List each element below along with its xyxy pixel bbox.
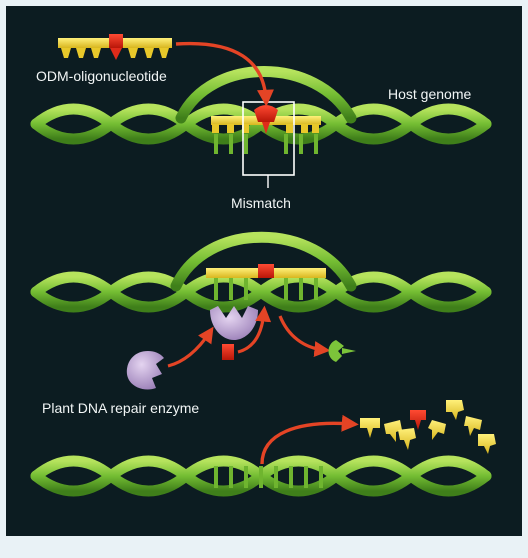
removal-arrow [280, 316, 324, 350]
mismatch-label: Mismatch [231, 195, 291, 211]
diagram-panel: ODM-oligonucleotide Host genome Mismatch… [6, 6, 522, 536]
odm-oligonucleotide-strand [58, 34, 172, 60]
repair-enzyme-bound [210, 306, 258, 360]
stage-1-annealing [36, 34, 486, 188]
mismatch-base-fragment [329, 340, 357, 362]
degraded-oligo-fragments [360, 400, 496, 454]
host-genome-label: Host genome [388, 86, 471, 102]
odm-oligonucleotide-label: ODM-oligonucleotide [36, 68, 167, 84]
stage-2-repair [36, 237, 486, 389]
repair-enzyme-label: Plant DNA repair enzyme [42, 400, 199, 416]
